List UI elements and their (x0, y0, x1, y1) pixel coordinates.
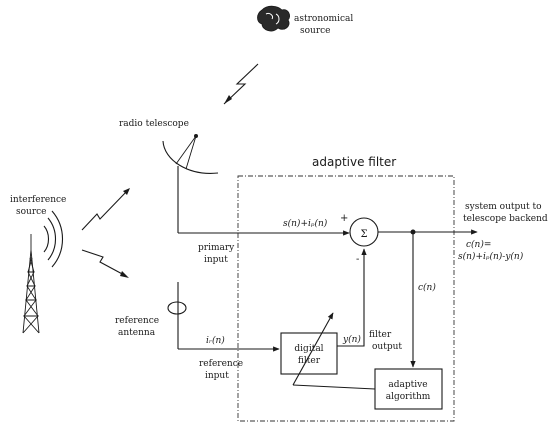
reference-signal-label: iᵣ(n) (206, 335, 225, 346)
primary-signal-label: s(n)+iₚ(n) (283, 218, 328, 229)
summer-symbol: Σ (360, 229, 367, 240)
primary-input-label-2: input (204, 255, 228, 265)
astronomical-source-label-2: source (300, 26, 331, 36)
system-output-label-1: system output to (465, 202, 542, 212)
plus-sign: + (340, 213, 348, 224)
interference-source-label-2: source (16, 207, 47, 217)
transmission-tower-icon (22, 234, 40, 334)
reference-antenna-label-1: reference (115, 316, 159, 326)
astronomical-source-label-1: astronomical (294, 14, 353, 24)
adaptive-algorithm-label-1: adaptive (388, 380, 427, 390)
system-output-label-2: telescope backend (463, 214, 548, 224)
digital-filter-label-1: digital (294, 344, 323, 354)
adaptive-algorithm-label-2: algorithm (386, 392, 431, 402)
interference-bolt-upper (81, 188, 130, 231)
radio-telescope-icon (162, 134, 219, 219)
minus-sign: - (356, 254, 359, 265)
reference-input-label-1: reference (199, 359, 243, 369)
filter-output-label-1: filter (369, 330, 392, 340)
reference-antenna-label-2: antenna (118, 328, 156, 338)
reference-input-label-2: input (205, 371, 229, 381)
algorithm-control-line (292, 384, 376, 390)
error-signal-label: c(n) (418, 282, 436, 293)
interference-source-label-1: interference (10, 195, 66, 205)
adaptation-arrow (292, 312, 334, 386)
digital-filter-label-2: filter (298, 356, 321, 366)
reference-antenna-icon (167, 282, 187, 349)
filter-signal-label: y(n) (342, 334, 361, 345)
adaptive-filter-boundary (237, 175, 455, 422)
interference-bolt-lower (81, 249, 129, 278)
astronomical-source-icon (257, 5, 290, 32)
radio-telescope-label: radio telescope (119, 119, 189, 129)
adaptive-filter-title: adaptive filter (312, 155, 396, 169)
interference-waves-icon (43, 210, 63, 268)
output-equation-label-2: s(n)+iₚ(n)-y(n) (458, 251, 524, 262)
output-equation-label-1: c(n)= (466, 239, 491, 250)
filter-output-label-2: output (372, 342, 402, 352)
astronomical-signal-bolt (223, 63, 259, 105)
digital-filter-block (280, 332, 338, 375)
filter-output-line (337, 248, 367, 347)
primary-input-label-1: primary (198, 243, 235, 253)
